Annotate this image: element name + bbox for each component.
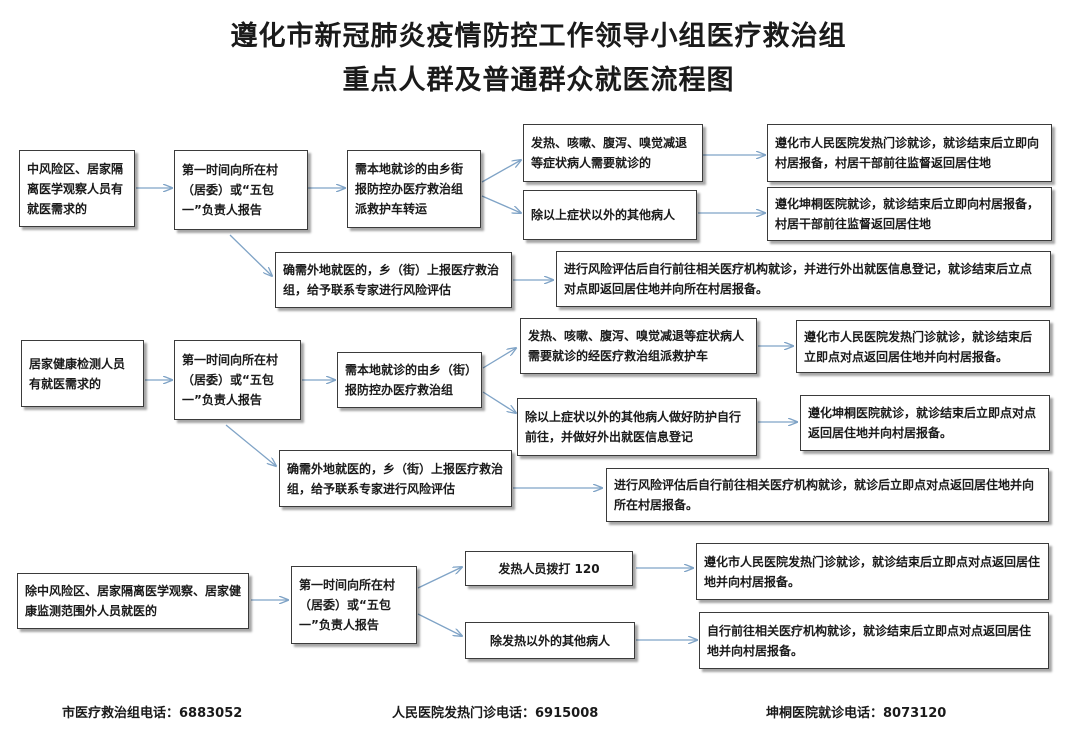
s1-other-result-box: 遵化坤桐医院就诊，就诊结束后立即向村居报备，村居干部前往监督返回居住地: [767, 187, 1052, 241]
footer-phone-treatment-group: 市医疗救治组电话：6883052: [62, 706, 243, 721]
page-subtitle: 重点人群及普通群众就医流程图: [342, 65, 735, 96]
s2-symptom-result-box: 遵化市人民医院发热门诊就诊，就诊结束后立即点对点返回居住地并向村居报备。: [796, 320, 1050, 373]
s2-symptom-box: 发热、咳嗽、腹泻、嗅觉减退等症状病人需要就诊的经医疗救治组派救护车: [520, 318, 757, 374]
s1-remote-result-box: 进行风险评估后自行前往相关医疗机构就诊，并进行外出就医信息登记，就诊结束后立点对…: [556, 251, 1051, 307]
arrow: [417, 567, 462, 589]
s1-local-box: 需本地就诊的由乡街报防控办医疗救治组派救护车转运: [347, 150, 481, 228]
footer-phone-peoples-hospital: 人民医院发热门诊电话：6915008: [392, 706, 599, 721]
s2-start-box: 居家健康检测人员有就医需求的: [21, 340, 144, 407]
s3-start-box: 除中风险区、居家隔离医学观察、居家健康监测范围外人员就医的: [17, 573, 249, 629]
s3-nonfever-result-box: 自行前往相关医疗机构就诊，就诊结束后立即点对点返回居住地并向村居报备。: [699, 612, 1049, 669]
footer-phone-kuntong-hospital: 坤桐医院就诊电话：8073120: [766, 706, 947, 721]
arrow: [482, 391, 516, 413]
s3-fever-result-box: 遵化市人民医院发热门诊就诊，就诊结束后立即点对点返回居住地并向村居报备。: [696, 543, 1049, 600]
s2-remote-result-box: 进行风险评估后自行前往相关医疗机构就诊，就诊后立即点对点返回居住地并向所在村居报…: [606, 468, 1049, 522]
arrow: [229, 234, 272, 276]
arrow: [417, 613, 462, 636]
s1-remote-box: 确需外地就医的，乡（街）上报医疗救治组，给予联系专家进行风险评估: [275, 252, 512, 308]
s2-report-box: 第一时间向所在村（居委）或“五包一”负责人报告: [174, 340, 301, 420]
arrow: [482, 348, 516, 369]
s2-other-result-box: 遵化坤桐医院就诊，就诊结束后立即点对点返回居住地并向村居报备。: [800, 395, 1050, 451]
s3-report-box: 第一时间向所在村（居委）或“五包一”负责人报告: [291, 566, 417, 644]
s1-symptom-result-box: 遵化市人民医院发热门诊就诊，就诊结束后立即向村居报备，村居干部前往监督返回居住地: [767, 124, 1052, 182]
s1-other-box: 除以上症状以外的其他病人: [523, 190, 697, 240]
arrow: [481, 195, 521, 213]
s1-start-box: 中风险区、居家隔离医学观察人员有就医需求的: [19, 150, 135, 227]
s1-report-box: 第一时间向所在村（居委）或“五包一”负责人报告: [174, 150, 308, 230]
arrow: [225, 424, 276, 466]
s2-other-box: 除以上症状以外的其他病人做好防护自行前往，并做好外出就医信息登记: [517, 398, 757, 456]
page-title: 遵化市新冠肺炎疫情防控工作领导小组医疗救治组: [230, 21, 847, 52]
s1-symptom-box: 发热、咳嗽、腹泻、嗅觉减退等症状病人需要就诊的: [523, 124, 703, 182]
s3-nonfever-box: 除发热以外的其他病人: [465, 622, 635, 659]
s3-fever-box: 发热人员拨打 120: [465, 551, 633, 586]
s2-local-box: 需本地就诊的由乡（街）报防控办医疗救治组: [337, 352, 482, 408]
s2-remote-box: 确需外地就医的，乡（街）上报医疗救治组，给予联系专家进行风险评估: [279, 450, 512, 507]
arrow: [481, 160, 521, 183]
